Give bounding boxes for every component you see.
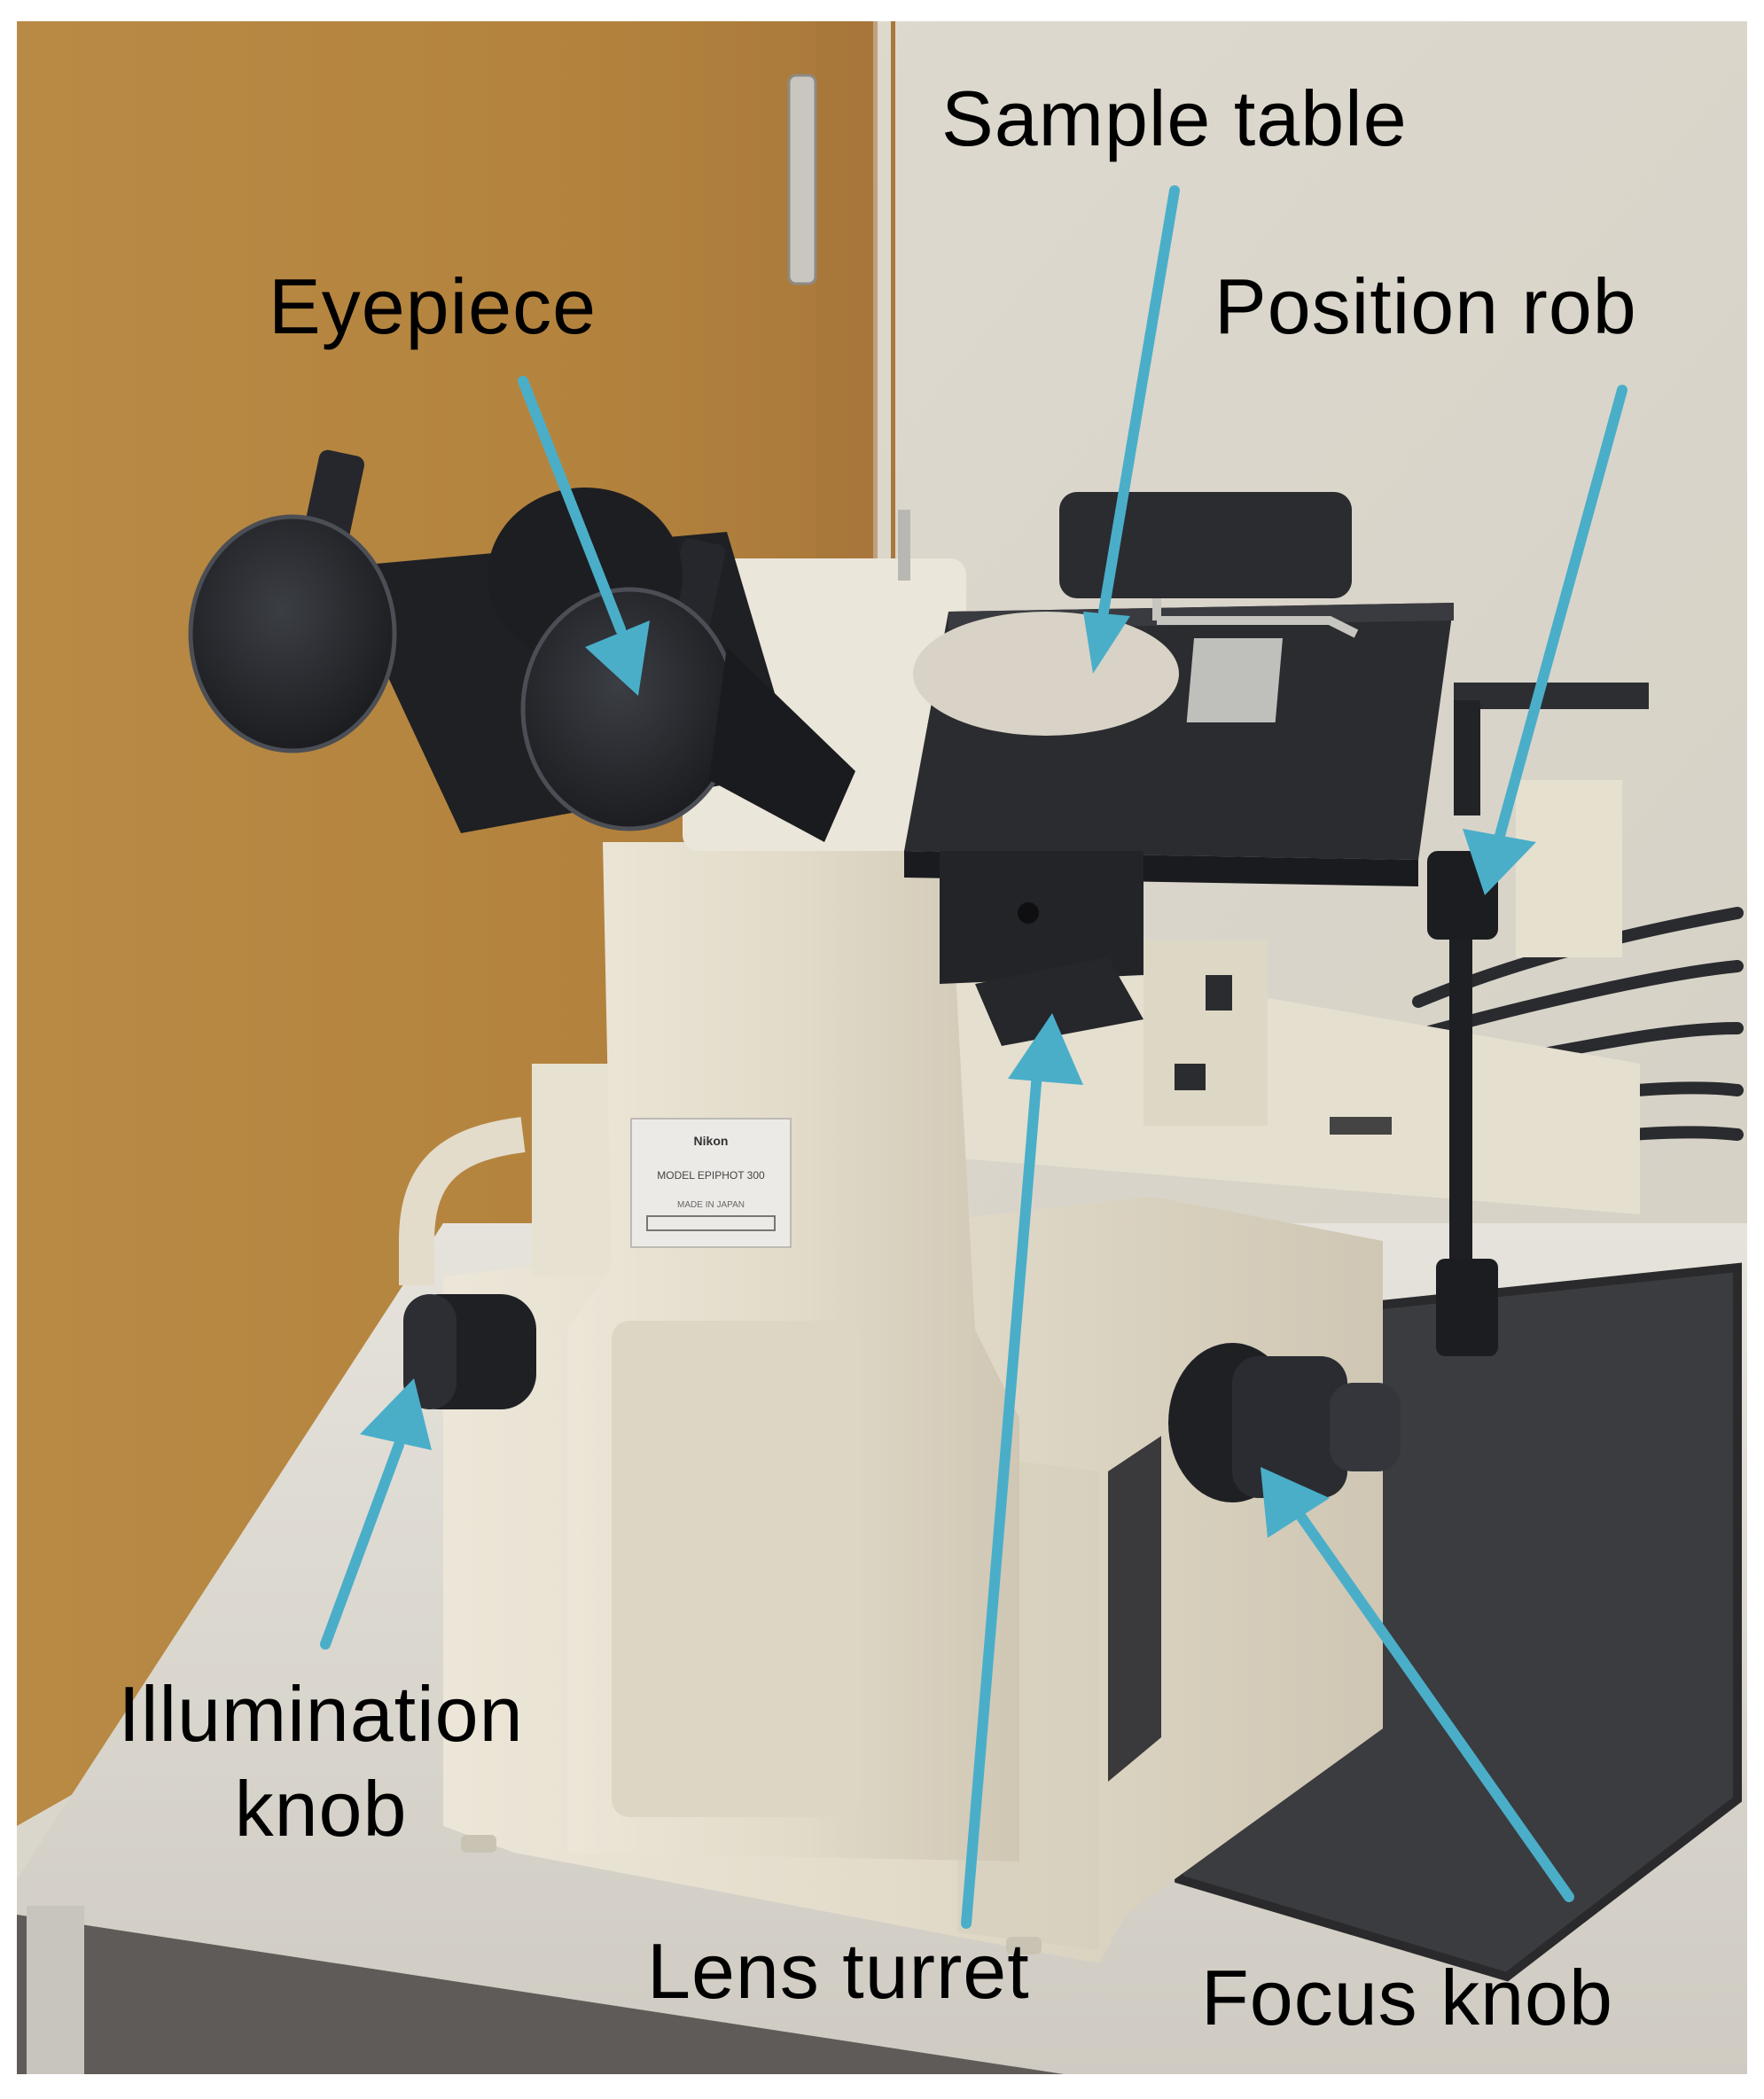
sticker-brand: Nikon — [694, 1134, 729, 1148]
eyepiece-assembly — [188, 449, 855, 842]
glass-slide — [1186, 638, 1284, 722]
turret-housing — [1143, 940, 1268, 1126]
photo: Nikon MODEL EPIPHOT 300 MADE IN JAPAN — [17, 21, 1747, 2074]
label-eyepiece: Eyepiece — [269, 262, 597, 350]
arrow-eyepiece — [518, 376, 650, 696]
door-hinge — [787, 74, 817, 285]
top-box — [1059, 492, 1352, 598]
side-info-plate — [1108, 1436, 1161, 1782]
right-eyepiece-cap — [520, 587, 738, 831]
annotation-arrows — [320, 185, 1627, 1929]
sticker-origin: MADE IN JAPAN — [677, 1200, 745, 1210]
door-frame-edge — [816, 21, 878, 571]
label-illumination-knob-line1: Illumination — [118, 1670, 524, 1758]
focus-knob — [1168, 1343, 1401, 1502]
arrow-focus-knob — [1261, 1467, 1574, 1902]
stage-aperture — [913, 612, 1179, 736]
sticker-model: MODEL EPIPHOT 300 — [657, 1169, 765, 1182]
label-sample-table: Sample table — [941, 74, 1408, 162]
lower-stage-plate — [940, 851, 1143, 984]
label-position-rob: Position rob — [1214, 262, 1637, 350]
arrow-position-rob — [1463, 385, 1627, 895]
arrow-lens-turret — [961, 1013, 1083, 1929]
desk-front-panel — [17, 1915, 1064, 2074]
illumination-knob — [403, 1294, 536, 1409]
stage-arm — [1454, 683, 1649, 709]
lens-turret — [975, 957, 1143, 1046]
top-pin — [898, 510, 910, 581]
model-sticker: Nikon MODEL EPIPHOT 300 MADE IN JAPAN — [630, 1118, 792, 1248]
side-pin — [1330, 1117, 1392, 1135]
label-lens-turret: Lens turret — [647, 1927, 1030, 2015]
desk-leg — [27, 1906, 84, 2074]
label-illumination-knob: Illumination knob — [73, 1666, 569, 1857]
lamp-cable — [399, 1117, 526, 1285]
label-illumination-knob-line2: knob — [234, 1765, 408, 1853]
power-supply-box — [1516, 780, 1622, 957]
pillar-lower-cover — [612, 1321, 860, 1817]
sample-table — [904, 603, 1649, 984]
arrow-illumination-knob — [320, 1378, 432, 1650]
foot-left — [461, 1835, 496, 1853]
arrow-sample-table — [1083, 185, 1180, 674]
label-focus-knob: Focus knob — [1201, 1954, 1613, 2041]
left-eyepiece-cap — [188, 514, 397, 753]
foot-right — [1006, 1937, 1042, 1955]
